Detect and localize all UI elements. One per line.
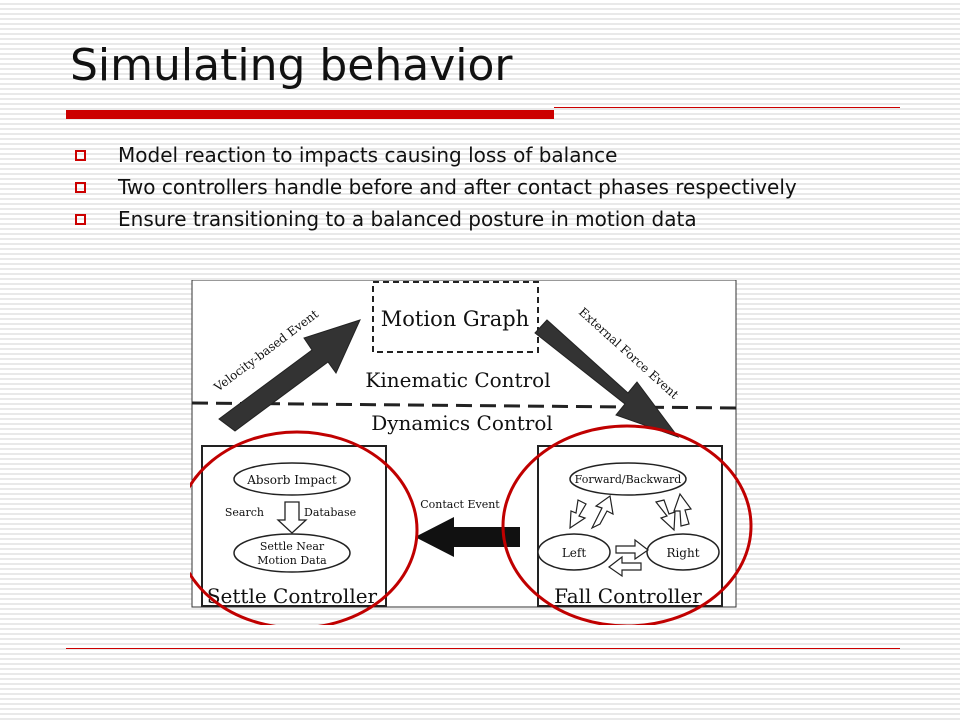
forward-backward-label: Forward/Backward	[575, 473, 682, 486]
title-underline-bar	[66, 110, 554, 119]
title-underline-line	[554, 107, 900, 108]
fall-controller-label: Fall Controller	[554, 584, 702, 608]
transition-up-arrow-icon	[673, 492, 693, 527]
bullet-box-icon	[75, 150, 86, 161]
fall-highlight-circle	[501, 424, 753, 625]
transition-down-arrow-icon	[569, 499, 587, 530]
bullet-text: Ensure transitioning to a balanced postu…	[118, 207, 697, 231]
down-arrow-icon	[276, 501, 308, 534]
bullet-item: Ensure transitioning to a balanced postu…	[70, 206, 870, 232]
motion-graph-label: Motion Graph	[381, 307, 529, 331]
absorb-impact-node	[233, 462, 351, 496]
motion-graph-box	[372, 281, 539, 353]
controller-diagram: Motion Graph Kinematic Control Dynamics …	[190, 280, 753, 625]
dynamics-control-label: Dynamics Control	[371, 411, 553, 435]
settle-controller-label: Settle Controller	[207, 584, 378, 608]
absorb-impact-label: Absorb Impact	[246, 473, 337, 487]
transition-down-arrow-icon	[654, 499, 676, 532]
bullet-text: Model reaction to impacts causing loss o…	[118, 143, 618, 167]
kinematic-control-label: Kinematic Control	[365, 368, 550, 392]
forward-backward-node	[569, 462, 687, 496]
bullet-box-icon	[75, 214, 86, 225]
bullet-list: Model reaction to impacts causing loss o…	[70, 142, 870, 238]
settle-near-label-1: Settle Near	[260, 540, 325, 553]
left-label: Left	[562, 546, 587, 560]
bullet-item: Model reaction to impacts causing loss o…	[70, 142, 870, 168]
contact-event-arrow	[415, 517, 520, 557]
footer-line	[66, 648, 900, 649]
transition-right-arrow-icon	[615, 538, 650, 561]
slide-title: Simulating behavior	[70, 40, 513, 91]
control-divider-line	[191, 401, 737, 410]
bullet-box-icon	[75, 182, 86, 193]
contact-event-label: Contact Event	[420, 498, 500, 511]
settle-highlight-circle	[190, 430, 419, 625]
settle-near-label-2: Motion Data	[257, 554, 327, 567]
left-node	[537, 533, 611, 571]
bullet-item: Two controllers handle before and after …	[70, 174, 870, 200]
settle-near-node	[233, 533, 351, 573]
search-label: Search	[225, 506, 264, 519]
database-label: Database	[304, 506, 356, 519]
transition-up-arrow-icon	[590, 494, 614, 530]
bullet-text: Two controllers handle before and after …	[118, 175, 797, 199]
right-node	[646, 533, 720, 571]
velocity-event-arrow	[218, 319, 361, 432]
transition-left-arrow-icon	[607, 555, 642, 578]
right-label: Right	[666, 546, 699, 560]
